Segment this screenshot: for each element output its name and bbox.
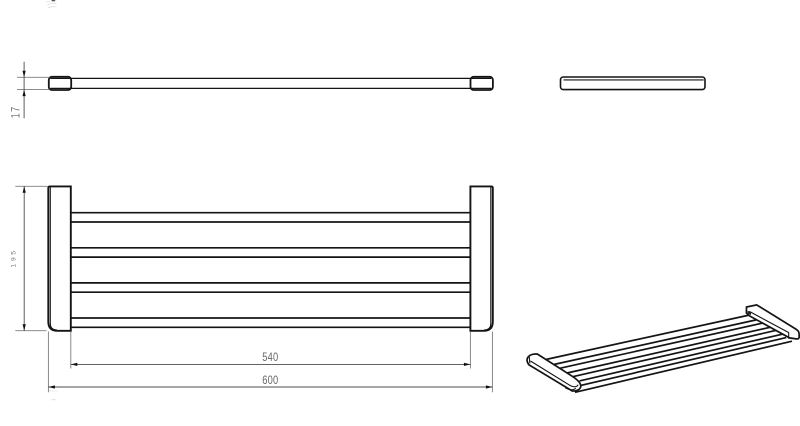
svg-text:195: 195 <box>10 248 17 267</box>
svg-text:540: 540 <box>262 351 278 364</box>
svg-text:600: 600 <box>262 374 278 387</box>
svg-text:17: 17 <box>10 106 23 119</box>
